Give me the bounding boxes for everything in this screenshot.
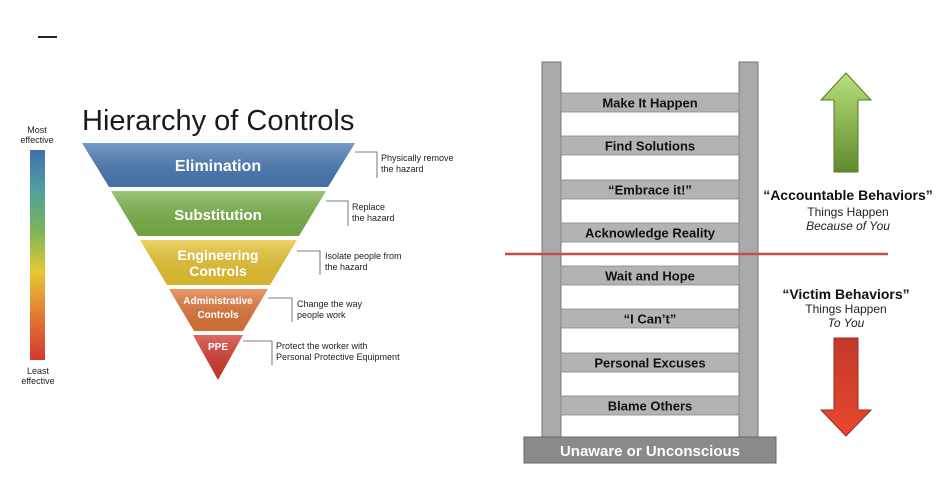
callout-brackets: [243, 151, 378, 365]
level-label: PPE: [208, 342, 228, 353]
ladder-rung: Make It Happen: [560, 92, 740, 113]
accountable-caption: “Accountable Behaviors” Things Happen Be…: [763, 187, 933, 233]
svg-text:“Victim Behaviors”: “Victim Behaviors”: [782, 286, 909, 302]
ladder-base: Unaware or Unconscious: [523, 436, 777, 464]
victim-caption: “Victim Behaviors” Things Happen To You: [782, 286, 909, 330]
ladder-rung: Acknowledge Reality: [560, 222, 740, 243]
level-label: Controls: [189, 263, 247, 279]
level-label: Substitution: [174, 207, 261, 224]
level-engineering-controls: Engineering Controls: [140, 240, 297, 285]
ladder-rung-label: Blame Others: [608, 399, 693, 414]
level-substitution: Substitution: [111, 191, 326, 236]
ladder-rung: Blame Others: [560, 395, 740, 416]
ladder-rung-label: Acknowledge Reality: [585, 226, 716, 241]
ladder-rung: Wait and Hope: [560, 265, 740, 286]
ladder-rung: “I Can’t”: [560, 308, 740, 329]
ladder-rung: Personal Excuses: [560, 352, 740, 373]
level-label: Engineering: [178, 247, 259, 263]
level-ppe: PPE: [193, 335, 243, 380]
ladder-base-label: Unaware or Unconscious: [560, 443, 740, 460]
ladder-rung-label: Make It Happen: [602, 96, 697, 111]
level-label: Elimination: [175, 158, 261, 175]
level-label: Administrative: [183, 296, 253, 307]
svg-text:Things Happen: Things Happen: [805, 302, 886, 316]
up-arrow-icon: [819, 72, 873, 173]
level-label: Controls: [197, 310, 239, 321]
ladder-rung: “Embrace it!”: [560, 179, 740, 200]
down-arrow-icon: [819, 337, 873, 437]
svg-text:Because of You: Because of You: [806, 219, 890, 233]
ladder-rung-label: Find Solutions: [605, 139, 695, 154]
effectiveness-gradient-bar: [30, 150, 45, 360]
ladder-rung-label: Wait and Hope: [605, 269, 695, 284]
ladder-rung: Find Solutions: [560, 135, 740, 156]
hierarchy-title: Hierarchy of Controls: [82, 105, 355, 137]
ladder-rung-label: Personal Excuses: [594, 356, 705, 371]
level-administrative-controls: Administrative Controls: [169, 289, 268, 331]
ladder-rails: [541, 61, 759, 441]
svg-text:“Accountable Behaviors”: “Accountable Behaviors”: [763, 187, 933, 203]
ladder-rung-label: “I Can’t”: [624, 312, 677, 327]
ladder-rung-label: “Embrace it!”: [608, 183, 692, 198]
level-elimination: Elimination: [82, 143, 355, 187]
svg-text:To You: To You: [828, 316, 865, 330]
svg-text:Things Happen: Things Happen: [807, 205, 888, 219]
dash-mark: [38, 36, 57, 38]
